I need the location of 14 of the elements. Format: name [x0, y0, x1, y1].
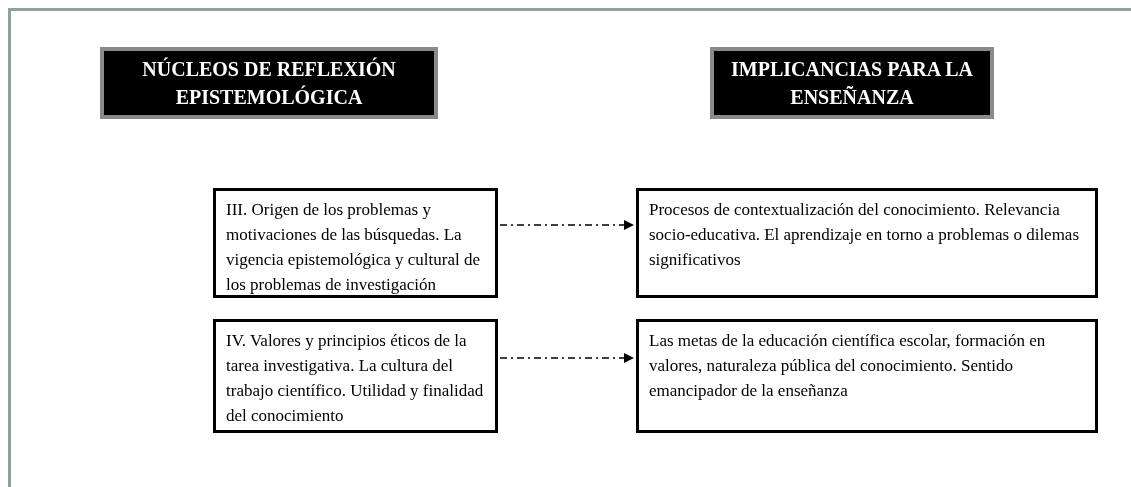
text-box [213, 188, 498, 298]
heading-text: IMPLICANCIAS PARA LA ENSEÑANZA [730, 57, 974, 110]
box-text: IV. Valores y principios éticos de la tarea investigativa. La cultura del trabajo científico. Utilidad y finalidad del conocimiento [226, 330, 485, 427]
text-box [213, 319, 498, 433]
text-box [636, 188, 1098, 298]
box-text: Las metas de la educación científica escolar, formación en valores, naturaleza pública del conocimiento. Sentido emancipador de la enseñanza [649, 330, 1047, 402]
arrow [499, 220, 635, 230]
box-text: III. Origen de los problemas y motivaciones de las búsquedas. La vigencia epistemológica y cultural de los problemas de investigación [226, 199, 481, 296]
box-text: Procesos de contextualización del conocimiento. Relevancia socio-educativa. El aprendizaje en torno a problemas o dilemas significativos [649, 199, 1081, 271]
heading-text: NÚCLEOS DE REFLEXIÓN EPISTEMOLÓGICA [141, 56, 397, 110]
heading-box [100, 47, 438, 119]
heading-box [710, 47, 994, 119]
arrow [499, 353, 635, 363]
text-box [636, 319, 1098, 433]
